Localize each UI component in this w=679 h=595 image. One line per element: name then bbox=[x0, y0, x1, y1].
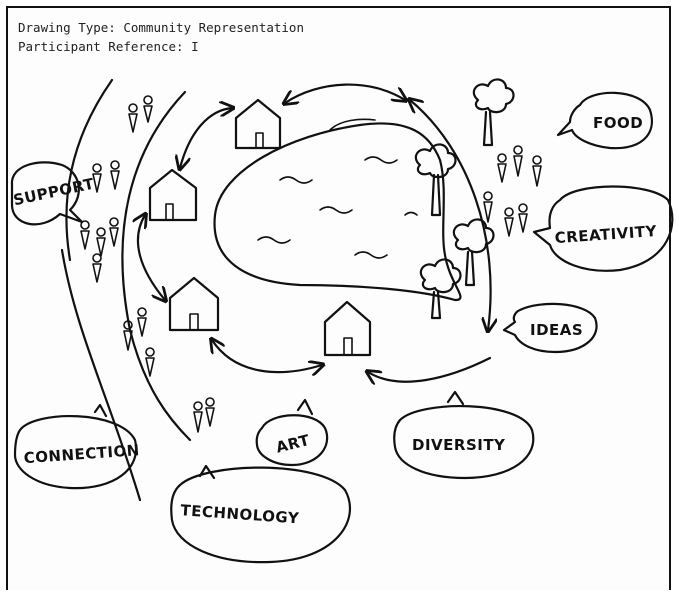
bubble-food-label: FOOD bbox=[593, 114, 643, 132]
bubble-technology: TECHNOLOGY bbox=[170, 464, 351, 564]
house-top bbox=[234, 98, 282, 150]
bubble-support-label: SUPPORT bbox=[12, 175, 97, 210]
house-bottom bbox=[323, 300, 372, 357]
tree-lake-2 bbox=[452, 218, 495, 287]
bubble-connection-label: CONNECTION bbox=[23, 441, 140, 467]
left-path-lines bbox=[60, 78, 192, 502]
drawing-header: Drawing Type: Community Representation P… bbox=[18, 18, 304, 56]
bubble-diversity: DIVERSITY bbox=[393, 390, 535, 480]
tree-top-right bbox=[472, 78, 515, 147]
bubble-ideas: IDEAS bbox=[502, 302, 598, 354]
bubble-ideas-label: IDEAS bbox=[530, 321, 583, 339]
bubble-support: SUPPORT bbox=[10, 161, 97, 226]
bubble-art-label: ART bbox=[274, 431, 312, 457]
bubble-diversity-label: DIVERSITY bbox=[412, 436, 506, 454]
bubble-connection: CONNECTION bbox=[13, 403, 140, 490]
house-left-upper bbox=[148, 168, 198, 222]
people-figures bbox=[80, 95, 542, 433]
participant-reference-label: Participant Reference: I bbox=[18, 39, 199, 54]
bubble-technology-label: TECHNOLOGY bbox=[180, 501, 301, 527]
house-left-lower bbox=[168, 276, 220, 332]
bubble-art: ART bbox=[255, 398, 329, 467]
tree-lake-1 bbox=[414, 143, 457, 217]
bubble-creativity-label: CREATIVITY bbox=[554, 222, 658, 247]
lake bbox=[213, 118, 462, 302]
bubble-food: FOOD bbox=[556, 91, 653, 150]
drawing-type-label: Drawing Type: Community Representation bbox=[18, 20, 304, 35]
bubble-creativity: CREATIVITY bbox=[532, 185, 674, 272]
tree-lake-3 bbox=[419, 258, 462, 320]
connection-arrows bbox=[138, 83, 491, 382]
